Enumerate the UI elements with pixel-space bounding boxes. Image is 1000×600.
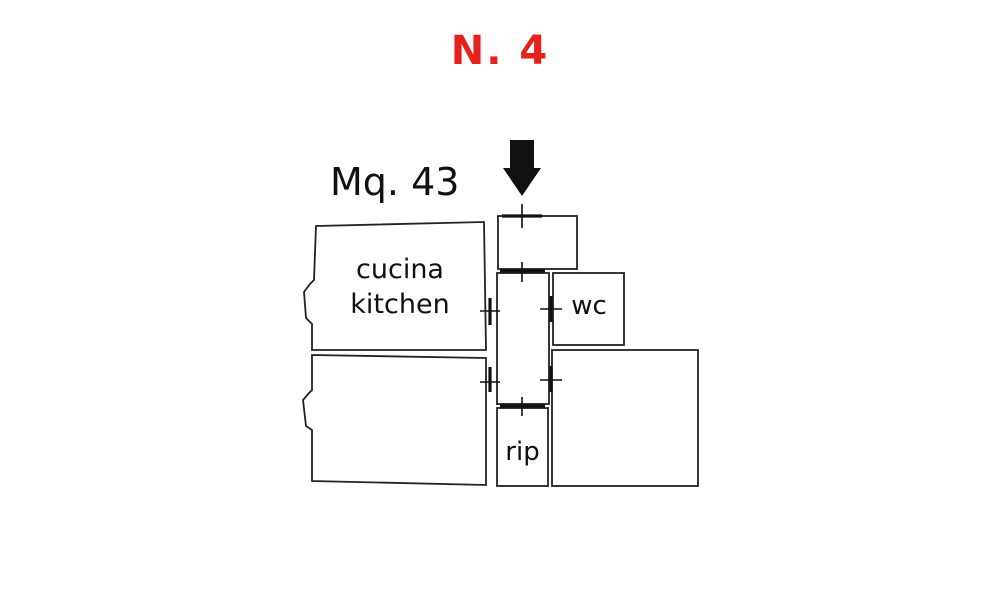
door-ticks bbox=[480, 204, 562, 416]
corridor-outline bbox=[496, 272, 550, 405]
closet-label: rip bbox=[505, 437, 540, 467]
entrance-vestibule-outline bbox=[497, 215, 578, 270]
area-label: Mq. 43 bbox=[330, 160, 460, 204]
kitchen-room-outline bbox=[303, 221, 487, 351]
kitchen-label-italian: cucina bbox=[356, 254, 444, 285]
unit-title: N. 4 bbox=[450, 28, 550, 74]
kitchen-label-english: kitchen bbox=[350, 289, 450, 321]
lower-left-room-outline bbox=[302, 354, 487, 486]
wc-label: wc bbox=[571, 291, 607, 321]
lower-right-room-outline bbox=[551, 349, 699, 487]
kitchen-label: cucina kitchen bbox=[330, 252, 470, 322]
entrance-arrow-icon bbox=[503, 140, 541, 196]
